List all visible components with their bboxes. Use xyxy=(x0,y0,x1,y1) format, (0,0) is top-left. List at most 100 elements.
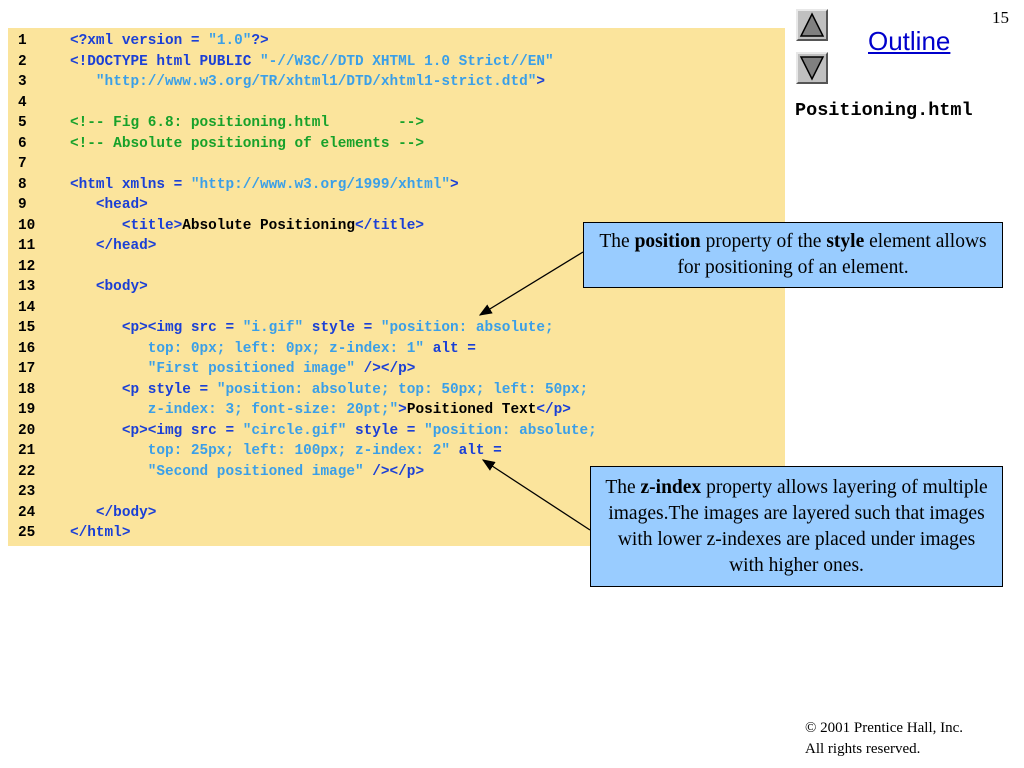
code-line: 19 z-index: 3; font-size: 20pt;">Positio… xyxy=(18,400,597,421)
code-line: 12 xyxy=(18,257,597,278)
code-line: 16 top: 0px; left: 0px; z-index: 1" alt … xyxy=(18,339,597,360)
code-token: "position: absolute; xyxy=(424,422,597,439)
line-number: 24 xyxy=(18,504,36,521)
line-number: 13 xyxy=(18,279,36,295)
code-token: style = xyxy=(303,320,381,336)
code-token: top: 0px; left: 0px; z-index: 1" xyxy=(70,340,425,357)
callout-keyword: style xyxy=(826,231,865,252)
position-callout: The position property of the style eleme… xyxy=(583,222,1003,288)
code-token: Positioned Text xyxy=(406,402,537,418)
code-token: <!DOCTYPE html PUBLIC xyxy=(70,53,260,70)
code-line: 9 <head> xyxy=(18,195,597,216)
code-listing: 1 <?xml version = "1.0"?> 2<!DOCTYPE html … xyxy=(18,31,597,544)
triangle-up-icon xyxy=(799,12,825,37)
line-number: 3 xyxy=(18,74,27,90)
previous-slide-button[interactable] xyxy=(796,9,828,41)
code-token: <p style = xyxy=(70,381,217,398)
line-number: 6 xyxy=(18,135,27,152)
line-number: 9 xyxy=(18,197,27,213)
line-number: 20 xyxy=(18,422,36,439)
line-number: 12 xyxy=(18,258,36,275)
line-number: 17 xyxy=(18,361,36,377)
code-token: </p> xyxy=(536,402,571,418)
code-line: 7 xyxy=(18,154,597,175)
callout-text: property of the xyxy=(700,231,827,252)
code-line: 17 "First positioned image" /></p> xyxy=(18,359,597,380)
code-line: 6 <!-- Absolute positioning of elements -… xyxy=(18,134,597,155)
code-line: 2<!DOCTYPE html PUBLIC "-//W3C//DTD XHTM… xyxy=(18,52,597,73)
code-token: "http://www.w3.org/1999/xhtml" xyxy=(190,176,450,193)
code-token: alt = xyxy=(424,340,476,357)
code-token: /></p> xyxy=(354,361,416,377)
code-line: 25</html> xyxy=(18,523,597,544)
callout-text: The xyxy=(599,231,635,252)
line-number: 11 xyxy=(18,238,36,254)
line-number: 4 xyxy=(18,94,27,111)
code-token: top: 25px; left: 100px; z-index: 2" xyxy=(70,443,450,459)
line-number: 1 xyxy=(18,33,27,49)
code-line: 22 "Second positioned image" /></p> xyxy=(18,462,597,483)
callout-text: property allows layering of multiple ima… xyxy=(608,477,988,576)
code-line: 15 <p><img src = "i.gif" style = "positi… xyxy=(18,318,597,339)
code-token: "First positioned image" xyxy=(70,361,355,377)
line-number: 14 xyxy=(18,299,36,316)
code-token: style = xyxy=(346,422,425,439)
rights-line: All rights reserved. xyxy=(805,741,921,757)
code-token: /></p> xyxy=(363,463,425,480)
code-line: 5 <!-- Fig 6.8: positioning.html --> xyxy=(18,113,597,134)
callout-text: The xyxy=(605,477,641,498)
line-number: 18 xyxy=(18,381,36,398)
line-number: 16 xyxy=(18,340,36,357)
code-token: <p><img src = xyxy=(70,422,243,439)
line-number: 8 xyxy=(18,176,27,193)
code-token: <?xml version = xyxy=(70,33,209,49)
code-token: "circle.gif" xyxy=(242,422,347,439)
code-token: <body> xyxy=(70,279,148,295)
code-token: ?> xyxy=(251,33,269,49)
code-line: 11 </head> xyxy=(18,236,597,257)
code-token: </head> xyxy=(70,238,157,254)
code-line: 20 <p><img src = "circle.gif" style = "p… xyxy=(18,421,597,442)
callout-keyword: position xyxy=(634,231,701,252)
callout-keyword: z-index xyxy=(640,477,702,498)
code-line: 23 xyxy=(18,482,597,503)
position-arrow xyxy=(478,251,584,316)
code-token: <html xmlns = xyxy=(70,176,191,193)
outline-link[interactable]: Outline xyxy=(868,26,951,56)
code-line: 13 <body> xyxy=(18,277,597,298)
code-token: "i.gif" xyxy=(242,320,304,336)
code-token: <title> xyxy=(70,217,183,234)
code-token: "http://www.w3.org/TR/xhtml1/DTD/xhtml1-… xyxy=(95,74,537,90)
code-token: <!-- Fig 6.8: positioning.html --> xyxy=(70,115,425,131)
code-token: <!-- Absolute positioning of elements --… xyxy=(70,135,425,152)
line-number: 7 xyxy=(18,156,27,172)
code-token: "position: absolute; top: 50px; left: 50… xyxy=(216,381,589,398)
line-number: 15 xyxy=(18,320,36,336)
code-token: "1.0" xyxy=(208,33,252,49)
code-line: 24 </body> xyxy=(18,503,597,524)
code-token: > xyxy=(449,176,459,193)
line-number: 10 xyxy=(18,217,36,234)
line-number: 22 xyxy=(18,463,36,480)
code-token: > xyxy=(536,74,545,90)
code-token: alt = xyxy=(449,443,502,459)
zindex-callout: The z-index property allows layering of … xyxy=(590,466,1003,587)
line-number: 19 xyxy=(18,402,36,418)
code-token: </title> xyxy=(354,217,425,234)
code-line: 10 <title>Absolute Positioning</title> xyxy=(18,216,597,237)
code-token: > xyxy=(398,402,407,418)
code-line: 3 "http://www.w3.org/TR/xhtml1/DTD/xhtml… xyxy=(18,72,597,93)
line-number: 23 xyxy=(18,484,36,500)
code-line: 1 <?xml version = "1.0"?> xyxy=(18,31,597,52)
zindex-arrow xyxy=(481,459,591,531)
line-number: 21 xyxy=(18,443,36,459)
next-slide-button[interactable] xyxy=(796,52,828,84)
code-line: 8 <html xmlns = "http://www.w3.org/1999/x… xyxy=(18,175,597,196)
code-token: <head> xyxy=(70,197,148,213)
code-token: "position: absolute; xyxy=(380,320,554,336)
line-number: 5 xyxy=(18,115,27,131)
code-token: </html> xyxy=(70,525,131,541)
copyright-notice: © 2001 Prentice Hall, Inc. All rights re… xyxy=(805,718,963,760)
code-line: 4 xyxy=(18,93,597,114)
